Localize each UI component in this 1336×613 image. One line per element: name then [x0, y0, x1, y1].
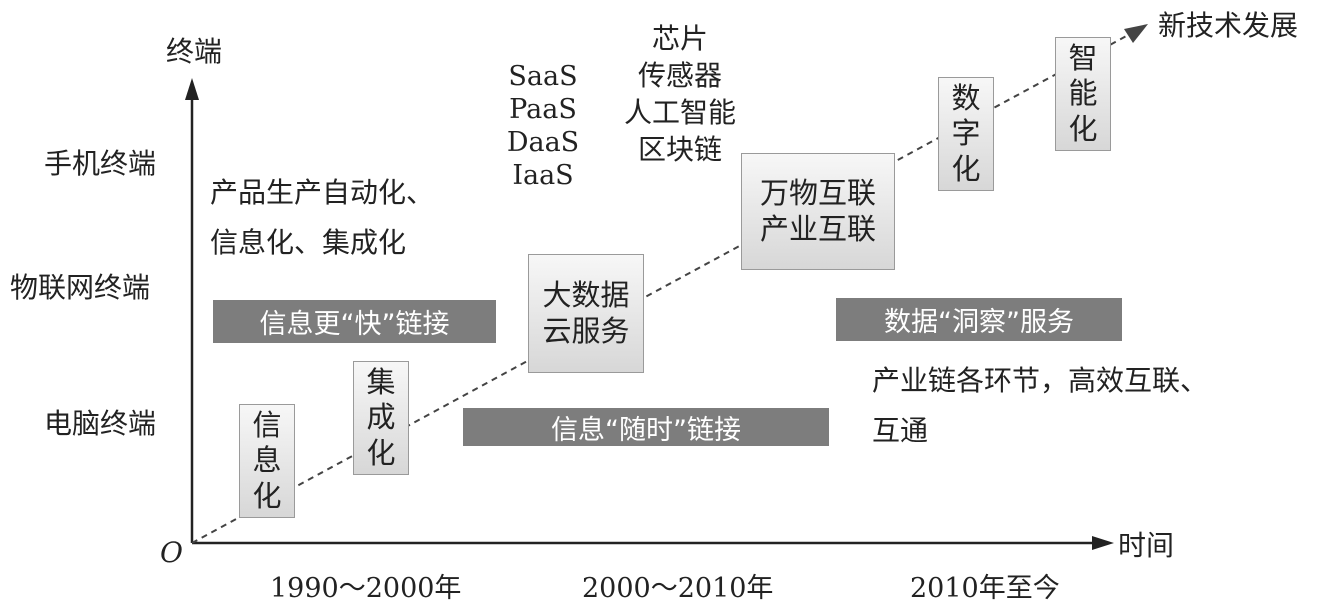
- trend-line: [191, 33, 1131, 544]
- y-label-computer: 电脑终端: [44, 407, 157, 440]
- service-iaas: IaaS: [512, 160, 574, 191]
- trend-label: 新技术发展: [1158, 9, 1299, 42]
- service-paas: PaaS: [509, 94, 577, 125]
- y-axis-arrow: [185, 78, 199, 100]
- x-label-2000s: 2000～2010年: [582, 573, 774, 604]
- automation-text: 产品生产自动化、 信息化、集成化: [210, 176, 435, 259]
- x-axis-arrow: [1092, 536, 1114, 550]
- bar-anytime-link: 信息“随时”链接: [463, 408, 829, 446]
- x-label-2010s: 2010年至今: [910, 573, 1060, 604]
- tech-blockchain: 区块链: [637, 133, 722, 166]
- stage-bigdata-cloud: 大数据 云服务: [528, 254, 644, 373]
- industry-chain-text: 产业链各环节，高效互联、 互通: [872, 364, 1209, 447]
- service-daas: DaaS: [506, 127, 580, 158]
- stage-iot-industry: 万物互联 产业互联: [741, 153, 895, 270]
- x-axis-title: 时间: [1118, 529, 1175, 562]
- y-label-mobile: 手机终端: [44, 147, 157, 180]
- stage-digitalization: 数 字 化: [938, 77, 994, 191]
- origin-label: O: [160, 536, 183, 569]
- trend-arrow: [1124, 24, 1148, 43]
- service-saas: SaaS: [508, 61, 578, 92]
- tech-list: 芯片 传感器 人工智能 区块链: [600, 20, 760, 168]
- stage-integration: 集 成 化: [353, 361, 409, 475]
- x-label-1990s: 1990～2000年: [270, 573, 462, 604]
- tech-ai: 人工智能: [623, 96, 736, 129]
- tech-sensor: 传感器: [637, 59, 722, 92]
- bar-fast-link: 信息更“快”链接: [213, 300, 496, 343]
- tech-chip: 芯片: [651, 22, 708, 55]
- y-axis-title: 终端: [166, 35, 223, 68]
- stage-intelligence: 智 能 化: [1055, 37, 1111, 151]
- stage-informatization: 信 息 化: [239, 404, 295, 518]
- service-model-list: SaaS PaaS DaaS IaaS: [497, 60, 589, 192]
- y-label-iot: 物联网终端: [10, 271, 151, 304]
- bar-insight-service: 数据“洞察”服务: [836, 298, 1122, 341]
